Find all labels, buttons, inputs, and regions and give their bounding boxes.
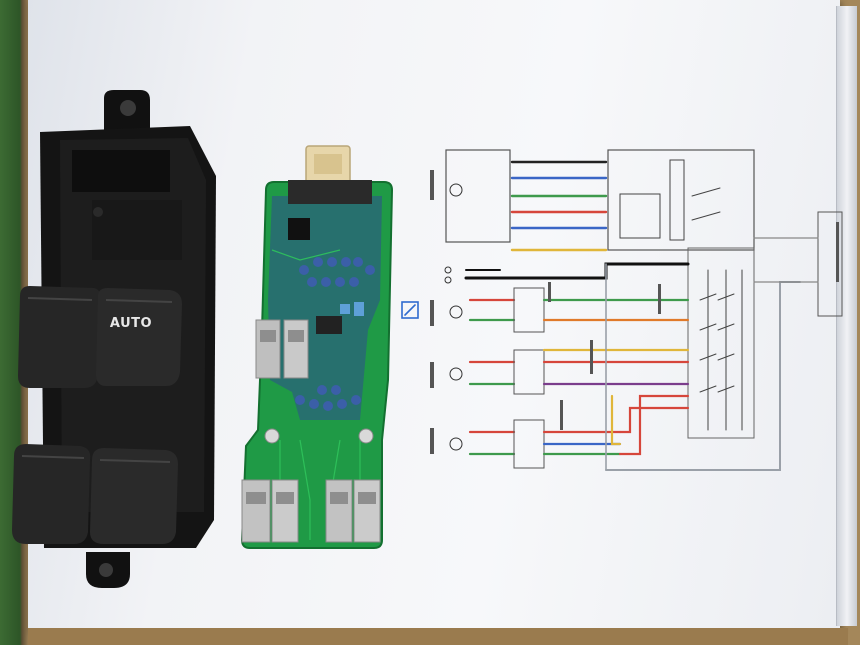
microcontroller-chip bbox=[288, 218, 310, 240]
rear-left-window-switch[interactable] bbox=[12, 444, 91, 544]
wiring-diagram bbox=[401, 149, 843, 471]
front-right-auto-window-switch[interactable] bbox=[96, 288, 182, 386]
screw bbox=[358, 428, 374, 444]
power-window-switch-housing bbox=[12, 90, 216, 588]
driver-chip bbox=[316, 316, 342, 334]
upper-switch-contacts bbox=[255, 319, 309, 379]
auto-button-label: AUTO bbox=[109, 316, 153, 331]
switch-block-frame bbox=[607, 149, 755, 251]
lower-switch-contacts bbox=[241, 479, 381, 543]
rear-right-window-switch[interactable] bbox=[90, 448, 178, 544]
rear-right-row bbox=[468, 348, 690, 395]
fuse-box-frame bbox=[817, 211, 843, 317]
mirror-motor-frame bbox=[445, 149, 511, 243]
switch-circuit-board bbox=[240, 145, 394, 549]
screw bbox=[264, 428, 280, 444]
link-arrow-icon bbox=[401, 301, 419, 319]
rear-left-row bbox=[468, 394, 690, 469]
desk-surface-strip bbox=[28, 628, 848, 645]
front-passenger-row bbox=[468, 287, 690, 333]
front-left-window-switch[interactable] bbox=[18, 286, 101, 388]
relay-block-frame bbox=[687, 247, 755, 439]
